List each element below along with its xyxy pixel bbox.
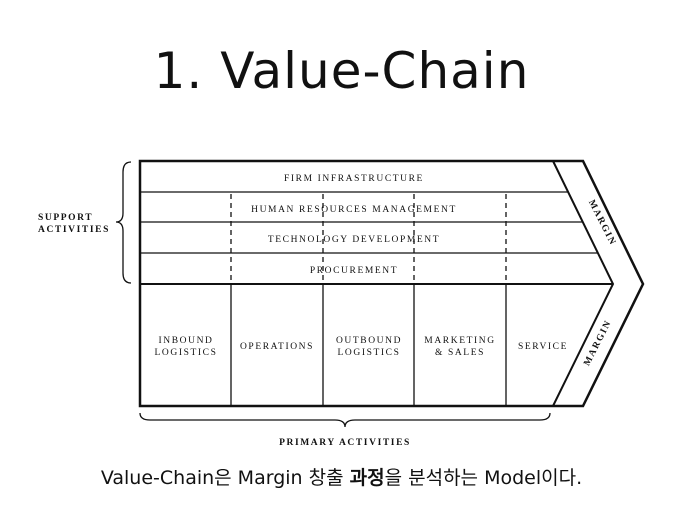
support-brace xyxy=(115,161,132,284)
support-activities-label-line2: ACTIVITIES xyxy=(38,225,110,235)
primary-activity-operations: OPERATIONS xyxy=(240,342,314,352)
caption-part2: 을 분석하는 Model이다. xyxy=(384,467,583,489)
support-activity-technology-development: TECHNOLOGY DEVELOPMENT xyxy=(268,235,440,245)
page-title: 1. Value-Chain xyxy=(153,42,530,100)
primary-activity-outbound-line2: LOGISTICS xyxy=(338,348,401,358)
caption: Value-Chain은 Margin 창출 과정을 분석하는 Model이다. xyxy=(0,463,683,490)
primary-activity-inbound-line2: LOGISTICS xyxy=(155,348,218,358)
primary-activities-label: PRIMARY ACTIVITIES xyxy=(279,438,411,448)
caption-part1: Value-Chain은 Margin 창출 xyxy=(100,467,350,489)
primary-activity-marketing-line1: MARKETING xyxy=(424,336,495,346)
primary-activity-marketing-line2: & SALES xyxy=(435,348,485,358)
caption-bold: 과정 xyxy=(349,467,385,489)
margin-label-bottom: MARGIN xyxy=(582,318,614,367)
primary-activity-outbound-line1: OUTBOUND xyxy=(336,336,402,346)
value-chain-outline xyxy=(138,159,645,408)
primary-activity-inbound-line1: INBOUND xyxy=(158,336,213,346)
support-activity-procurement: PROCUREMENT xyxy=(310,266,398,276)
support-activity-firm-infrastructure: FIRM INFRASTRUCTURE xyxy=(284,174,424,184)
primary-activity-service: SERVICE xyxy=(518,342,568,352)
primary-brace xyxy=(139,412,551,428)
support-activity-hr-management: HUMAN RESOURCES MANAGEMENT xyxy=(251,205,457,215)
support-activities-label-line1: SUPPORT xyxy=(38,213,93,223)
